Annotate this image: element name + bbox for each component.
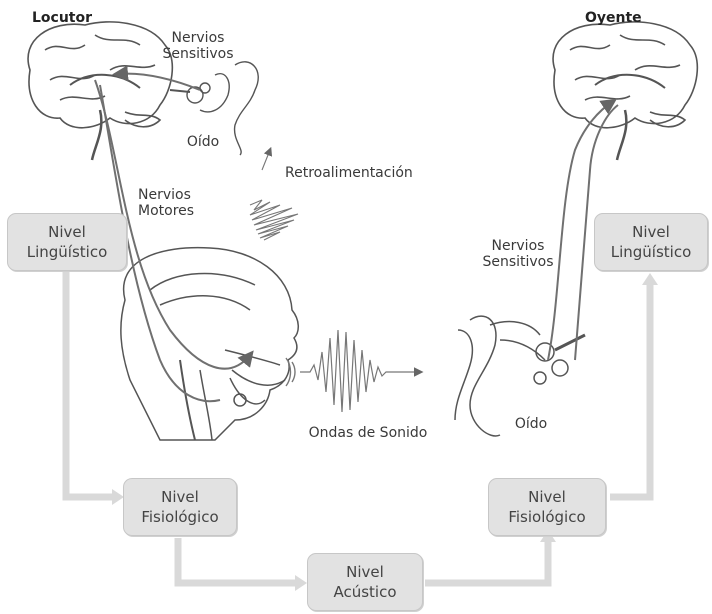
feedback-wave (249, 146, 299, 241)
flow-arrow-physio-to-linguistic (610, 285, 654, 501)
ear-label-speaker: Oído (186, 134, 220, 150)
speaker-nerve-paths (94, 65, 254, 403)
flow-arrow-physio-to-acoustic (174, 538, 295, 587)
speaker-title: Locutor (32, 10, 93, 26)
speaker-head-illustration (120, 246, 299, 441)
sound-wave (285, 329, 424, 413)
speaker-brain-illustration (27, 21, 174, 161)
flow-arrow-linguistic-to-physio (62, 270, 112, 501)
listener-brain-illustration (552, 21, 699, 161)
feedback-label: Retroalimentación (285, 165, 413, 181)
listener-title: Oyente (585, 10, 642, 26)
flow-arrows (62, 270, 654, 587)
listener-nerve-paths (547, 98, 619, 361)
sound-waves-label: Ondas de Sonido (308, 425, 428, 441)
listener-ear-illustration (454, 315, 586, 437)
flow-arrow-acoustic-to-physio (425, 542, 552, 587)
ear-label-listener: Oído (514, 416, 548, 432)
